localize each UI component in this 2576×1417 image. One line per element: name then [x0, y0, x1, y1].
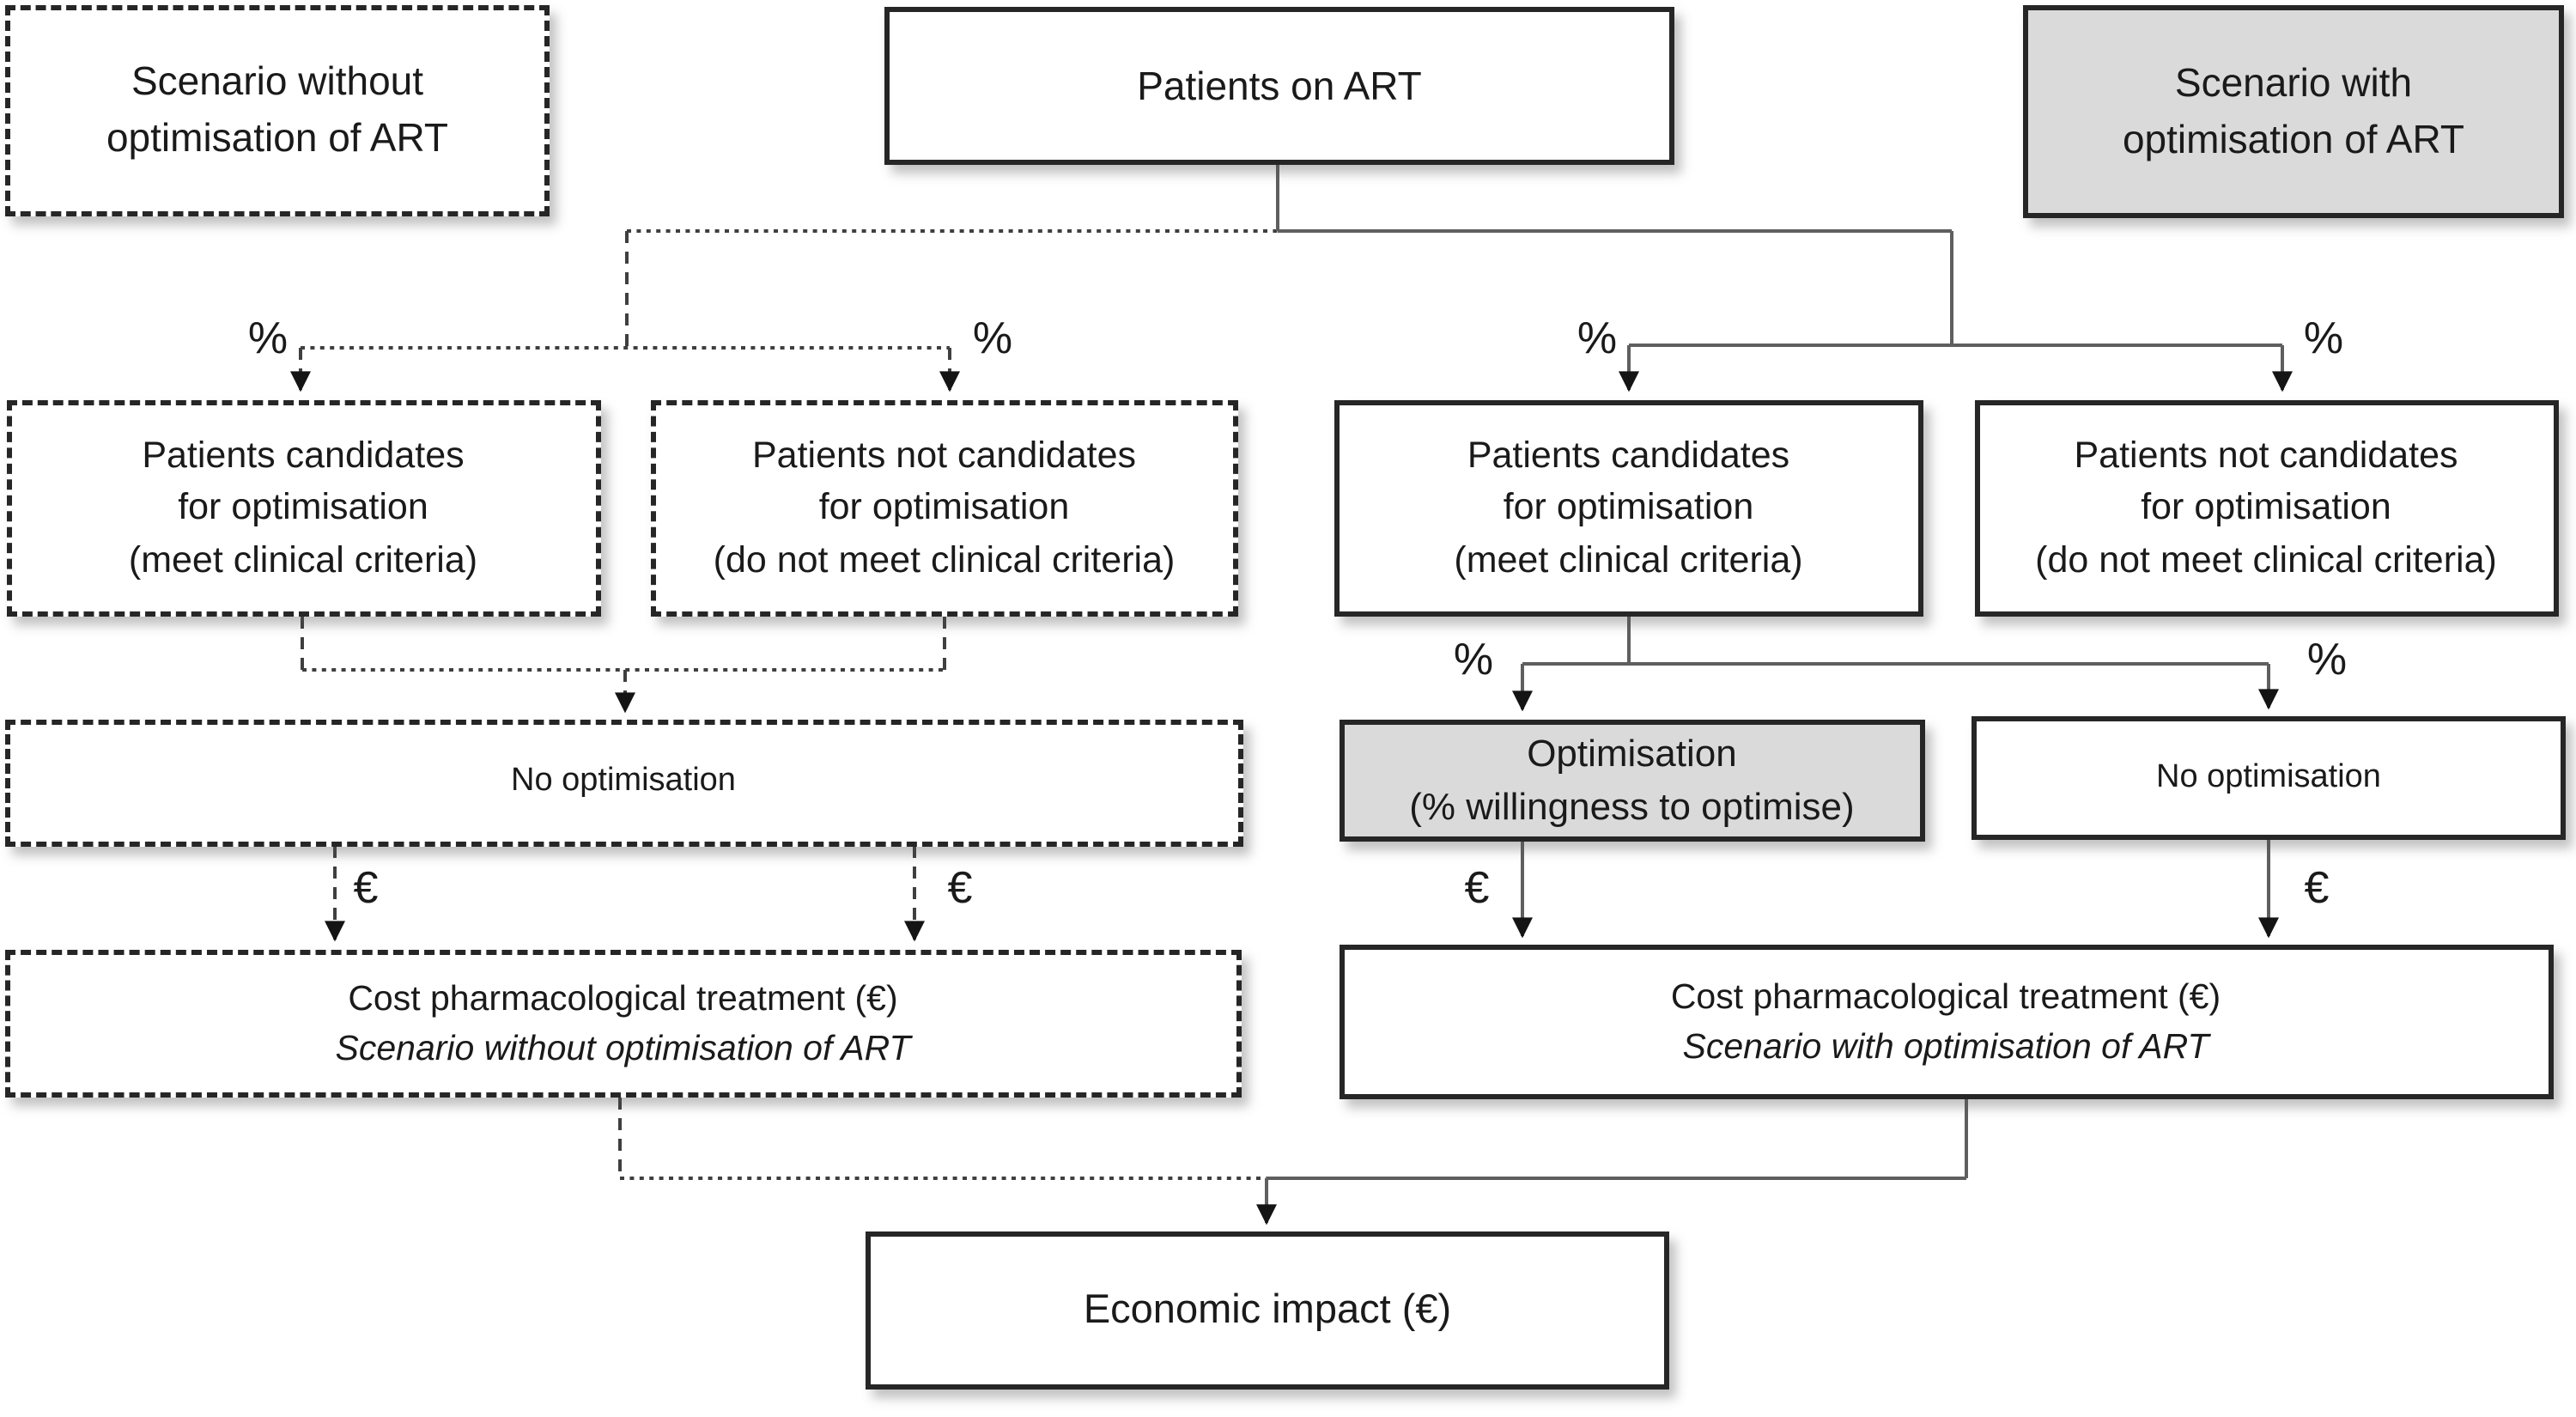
not-candidates-label-without: Patients not candidates for optimisation…	[713, 434, 1176, 581]
no-optimisation-box-with: No optimisation	[1971, 716, 2566, 840]
candidates-label-without: Patients candidates for optimisation (me…	[128, 434, 478, 581]
cost-title-with: Cost pharmacological treatment (€)	[1670, 976, 2221, 1017]
not-candidates-box-without: Patients not candidates for optimisation…	[650, 399, 1238, 617]
cost-subtitle-without: Scenario without optimisation of ART	[335, 1028, 911, 1068]
cost-box-without: Cost pharmacological treatment (€) Scena…	[4, 949, 1242, 1098]
percent-label-without-candidates: %	[247, 312, 289, 363]
percent-label-no-optimisation-right: %	[2306, 633, 2348, 684]
optimisation-box: Optimisation (% willingness to optimise)	[1340, 719, 1924, 842]
no-optimisation-label-with: No optimisation	[2156, 758, 2381, 795]
candidates-box-with: Patients candidates for optimisation (me…	[1334, 399, 1923, 617]
candidates-box-without: Patients candidates for optimisation (me…	[6, 399, 600, 617]
legend-scenario-with-box: Scenario with optimisation of ART	[2023, 5, 2564, 218]
no-optimisation-label-without: No optimisation	[511, 763, 736, 800]
euro-label-with-2: €	[2304, 861, 2330, 913]
legend-scenario-with-label: Scenario with optimisation of ART	[2122, 60, 2464, 161]
legend-scenario-without-box: Scenario without optimisation of ART	[5, 4, 550, 216]
legend-scenario-without-label: Scenario without optimisation of ART	[106, 58, 448, 160]
not-candidates-box-with: Patients not candidates for optimisation…	[1974, 399, 2558, 617]
economic-impact-box: Economic impact (€)	[866, 1232, 1669, 1389]
percent-label-with-not-candidates: %	[2303, 312, 2344, 363]
percent-label-with-candidates: %	[1577, 312, 1618, 363]
euro-label-without-1: €	[353, 861, 379, 913]
solid-connectors	[1256, 165, 2293, 1225]
economic-impact-label: Economic impact (€)	[1083, 1286, 1452, 1332]
patients-on-art-box: Patients on ART	[884, 7, 1674, 165]
percent-label-willingness: %	[1453, 633, 1494, 684]
percent-label-without-not-candidates: %	[972, 312, 1013, 363]
optimisation-label: Optimisation (% willingness to optimise)	[1409, 732, 1855, 829]
cost-subtitle-with: Scenario with optimisation of ART	[1682, 1026, 2209, 1067]
euro-label-with-1: €	[1464, 861, 1490, 913]
dashed-connectors	[290, 229, 1278, 1180]
not-candidates-label-with: Patients not candidates for optimisation…	[2035, 434, 2497, 581]
patients-on-art-label: Patients on ART	[1137, 63, 1422, 108]
cost-box-with: Cost pharmacological treatment (€) Scena…	[1339, 945, 2553, 1098]
euro-label-without-2: €	[947, 861, 973, 913]
cost-title-without: Cost pharmacological treatment (€)	[348, 978, 898, 1019]
no-optimisation-box-without: No optimisation	[4, 720, 1242, 846]
candidates-label-with: Patients candidates for optimisation (me…	[1454, 434, 1803, 581]
